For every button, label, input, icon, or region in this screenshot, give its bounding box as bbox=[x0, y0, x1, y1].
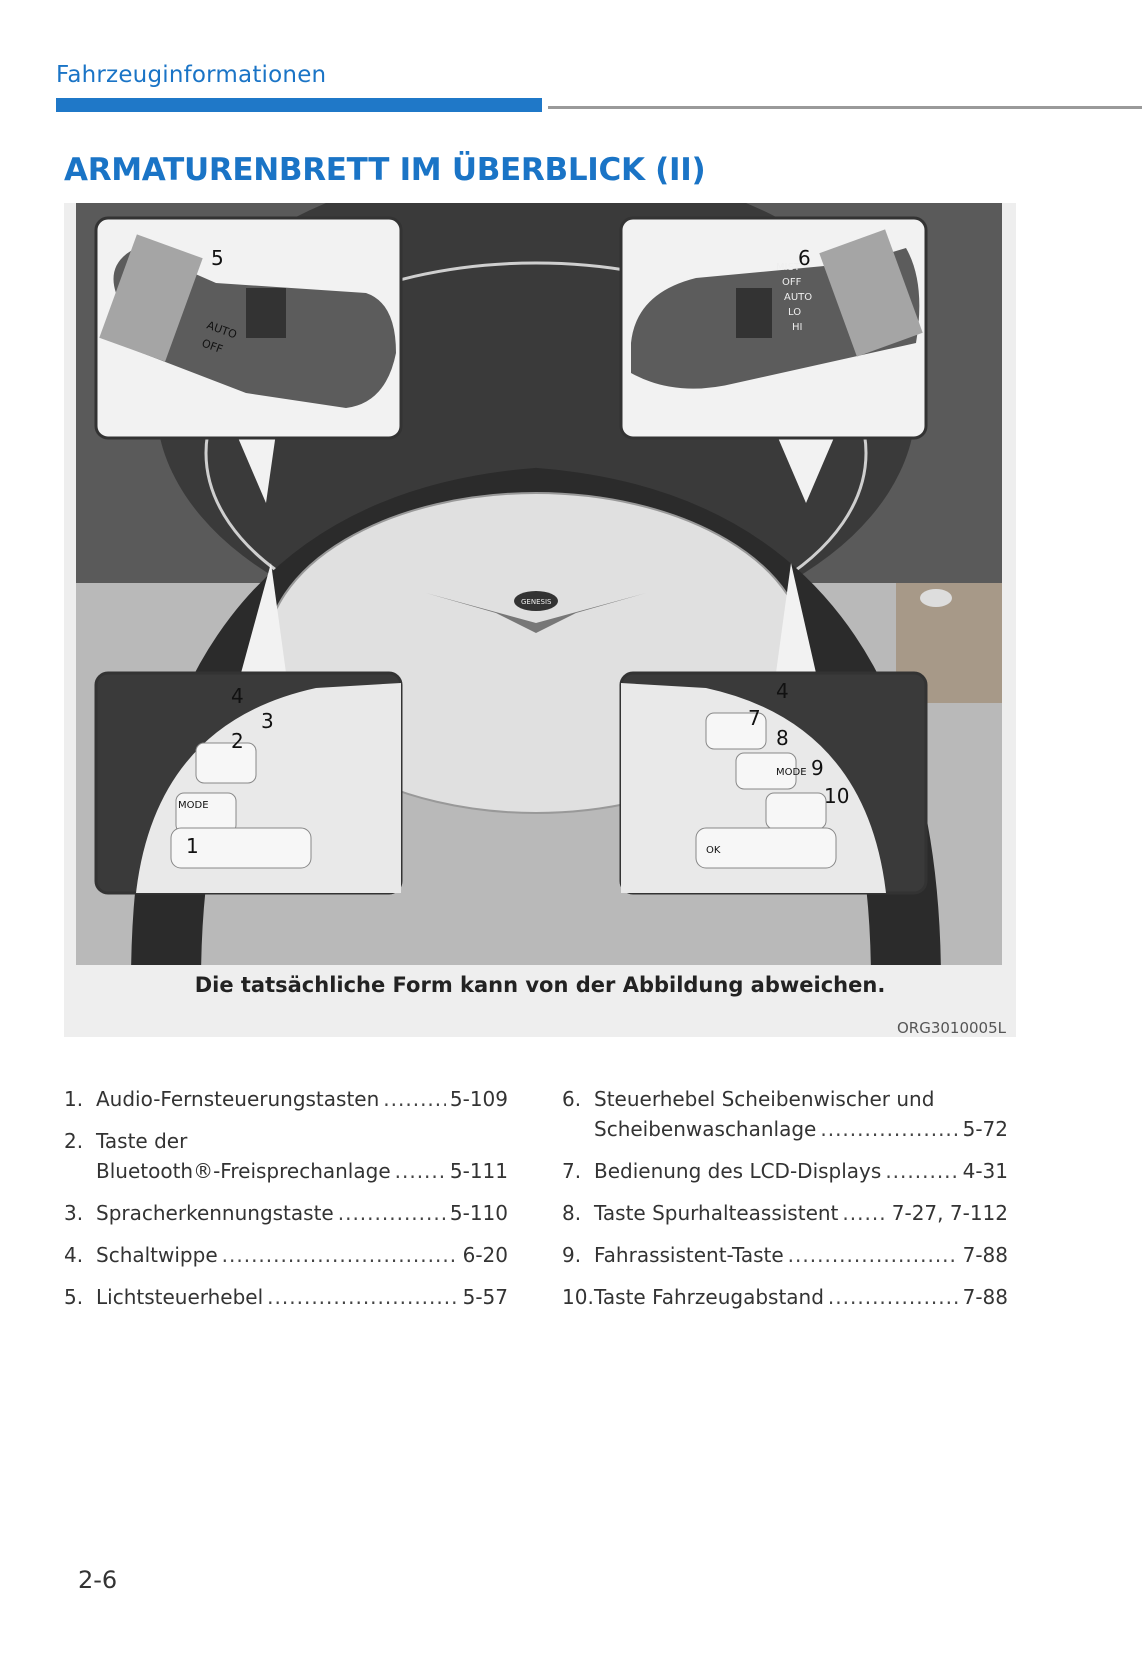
legend-item: 9. Fahrassistent-Taste 7-88 bbox=[562, 1240, 1008, 1270]
legend-item-page-ref: 7-88 bbox=[962, 1243, 1008, 1267]
mode-label: MODE bbox=[178, 800, 209, 811]
header-accent-bar bbox=[56, 98, 542, 112]
legend-item-label: Bluetooth®-Freisprechanlage bbox=[96, 1159, 391, 1183]
dot-leader bbox=[267, 1282, 458, 1312]
legend-item-number: 6. bbox=[562, 1087, 582, 1111]
legend-item-number: 3. bbox=[64, 1201, 84, 1225]
dot-leader bbox=[885, 1156, 958, 1186]
figure: AUTO OFF MIST OFF AUTO LO HI MODE MODE O… bbox=[64, 203, 1016, 1037]
light-lever-panel bbox=[94, 216, 403, 503]
brand-label: GENESIS bbox=[521, 598, 552, 606]
wiper-off-label: OFF bbox=[782, 277, 802, 288]
left-steering-buttons-panel bbox=[94, 563, 403, 895]
dot-leader bbox=[820, 1114, 958, 1144]
legend-item-label: Scheibenwaschanlage bbox=[594, 1117, 817, 1141]
legend-item-label: Bedienung des LCD-Displays bbox=[594, 1159, 882, 1183]
callout-6: 6 bbox=[798, 246, 811, 270]
right-steering-buttons-panel bbox=[619, 563, 928, 895]
header-rule bbox=[548, 106, 1142, 109]
legend-item-label: Lichtsteuerhebel bbox=[96, 1285, 264, 1309]
ok-label: OK bbox=[706, 845, 721, 856]
legend-item-label: Schaltwippe bbox=[96, 1243, 218, 1267]
callout-4-left: 4 bbox=[231, 684, 244, 708]
legend-item-page-ref: 7-27, 7-112 bbox=[891, 1201, 1008, 1225]
legend-item-page-ref: 7-88 bbox=[962, 1285, 1008, 1309]
wiper-lo-label: LO bbox=[788, 307, 801, 318]
dot-leader bbox=[788, 1240, 959, 1270]
dashboard-illustration: AUTO OFF MIST OFF AUTO LO HI MODE MODE O… bbox=[76, 203, 1002, 965]
legend-item-number: 10. bbox=[562, 1285, 594, 1309]
legend-item: 10.Taste Fahrzeugabstand 7-88 bbox=[562, 1282, 1008, 1312]
legend-item-label: Audio-Fernsteuerungstasten bbox=[96, 1087, 380, 1111]
legend-item-page-ref: 6-20 bbox=[462, 1243, 508, 1267]
legend-item-label: Taste Spurhalteassistent bbox=[594, 1201, 839, 1225]
legend-item: 8. Taste Spurhalteassistent 7-27, 7-112 bbox=[562, 1198, 1008, 1228]
legend-item-text: Steuerhebel Scheibenwischer und bbox=[594, 1087, 935, 1111]
legend-item-page-ref: 5-110 bbox=[449, 1201, 508, 1225]
callout-4-right: 4 bbox=[776, 679, 789, 703]
figure-code: ORG3010005L bbox=[896, 1019, 1006, 1037]
callout-3: 3 bbox=[261, 709, 274, 733]
legend-item: 3. Spracherkennungstaste 5-110 bbox=[64, 1198, 508, 1228]
callout-7: 7 bbox=[748, 706, 761, 730]
callout-2: 2 bbox=[231, 729, 244, 753]
legend-item-number: 7. bbox=[562, 1159, 582, 1183]
dot-leader bbox=[395, 1156, 446, 1186]
legend-item-label: Fahrassistent-Taste bbox=[594, 1243, 784, 1267]
section-title: Fahrzeuginformationen bbox=[56, 62, 327, 88]
legend-item-number: 1. bbox=[64, 1087, 84, 1111]
brand-wings-logo bbox=[426, 593, 646, 633]
callout-5: 5 bbox=[211, 246, 224, 270]
legend-item-number: 8. bbox=[562, 1201, 582, 1225]
legend-item-page-ref: 5-109 bbox=[449, 1087, 508, 1111]
legend-item-number: 2. bbox=[64, 1129, 84, 1153]
legend-item-page-ref: 5-111 bbox=[449, 1159, 508, 1183]
dot-leader bbox=[828, 1282, 959, 1312]
callout-8: 8 bbox=[776, 726, 789, 750]
wiper-mist-label: MIST bbox=[776, 262, 801, 273]
dot-leader bbox=[383, 1084, 446, 1114]
drive-mode-label: MODE bbox=[776, 767, 807, 778]
wiper-hi-label: HI bbox=[792, 322, 802, 333]
legend-item-number: 4. bbox=[64, 1243, 84, 1267]
legend-item-number: 5. bbox=[64, 1285, 84, 1309]
dot-leader bbox=[338, 1198, 446, 1228]
legend-item-number: 9. bbox=[562, 1243, 582, 1267]
legend-item-text: Taste der bbox=[96, 1129, 188, 1153]
dot-leader bbox=[222, 1240, 459, 1270]
callout-9: 9 bbox=[811, 756, 824, 780]
page-title: ARMATURENBRETT IM ÜBERBLICK (II) bbox=[64, 152, 706, 188]
figure-caption: Die tatsächliche Form kann von der Abbil… bbox=[194, 973, 886, 997]
legend-item-page-ref: 4-31 bbox=[962, 1159, 1008, 1183]
legend-item: 4. Schaltwippe 6-20 bbox=[64, 1240, 508, 1270]
legend-item: 5. Lichtsteuerhebel 5-57 bbox=[64, 1282, 508, 1312]
wiper-lever-panel bbox=[619, 216, 928, 503]
legend-item-label: Taste Fahrzeugabstand bbox=[594, 1285, 824, 1309]
legend-item: 7. Bedienung des LCD-Displays 4-31 bbox=[562, 1156, 1008, 1186]
legend-item-label: Spracherkennungstaste bbox=[96, 1201, 334, 1225]
page-number: 2-6 bbox=[78, 1566, 118, 1594]
legend-item: 1. Audio-Fernsteuerungstasten 5-109 bbox=[64, 1084, 508, 1114]
dot-leader bbox=[842, 1198, 887, 1228]
legend-item-page-ref: 5-57 bbox=[462, 1285, 508, 1309]
wiper-auto-label: AUTO bbox=[784, 292, 812, 303]
callout-10: 10 bbox=[824, 784, 849, 808]
legend-item-page-ref: 5-72 bbox=[962, 1117, 1008, 1141]
callout-1: 1 bbox=[186, 834, 199, 858]
legend-list-left: 1. Audio-Fernsteuerungstasten 5-109 2. Taste… bbox=[64, 1084, 508, 1324]
